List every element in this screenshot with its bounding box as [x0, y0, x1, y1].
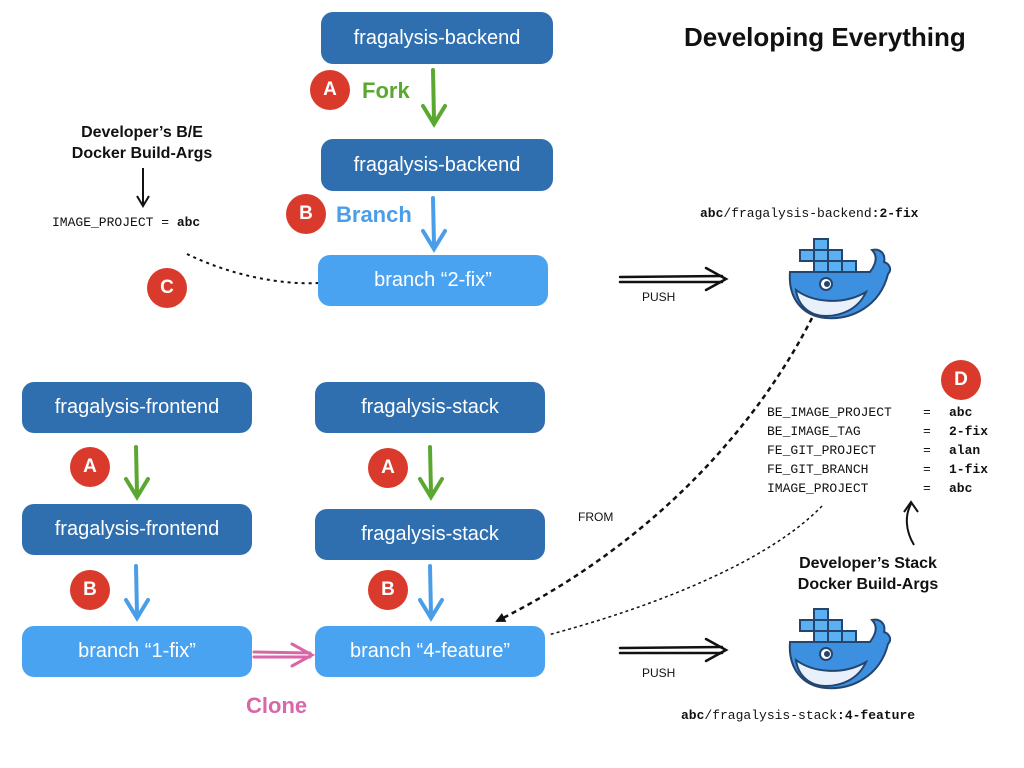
frontend-repo-box[interactable]: fragalysis-frontend: [22, 382, 252, 433]
backend-branch-box[interactable]: branch “2-fix”: [318, 255, 548, 306]
be-image-mid: /fragalysis-backend: [723, 206, 872, 221]
from-label: FROM: [578, 510, 614, 524]
stack-arg-val: alan: [949, 443, 981, 458]
badge-b-stack: B: [368, 570, 408, 610]
stack-image-proj: abc: [681, 708, 705, 723]
stack-image-name: abc/fragalysis-stack:4-feature: [681, 708, 915, 723]
stack-arg-key: FE_GIT_PROJECT: [767, 443, 877, 458]
frontend-branch-box[interactable]: branch “1-fix”: [22, 626, 252, 677]
stack-arg-row: FE_GIT_PROJECT=alan: [767, 443, 981, 458]
clone-label: Clone: [246, 693, 308, 718]
stack-branch-box[interactable]: branch “4-feature”: [315, 626, 545, 677]
stack-fork-box[interactable]: fragalysis-stack: [315, 509, 545, 560]
stack-arg-val: 1-fix: [949, 462, 989, 477]
dev-stack-build-args-label: Developer’s Stack Docker Build-Args: [778, 553, 958, 595]
dotted-args-connector: [547, 505, 823, 636]
branch-arrow-stack: [418, 564, 444, 622]
stack-arg-row: IMAGE_PROJECT=abc: [767, 481, 973, 496]
branch-label: Branch: [336, 202, 412, 227]
clone-arrow: [252, 642, 316, 668]
be-image-proj: abc: [700, 206, 724, 221]
stack-arg-key: BE_IMAGE_PROJECT: [767, 405, 892, 420]
be-arg-key: IMAGE_PROJECT =: [52, 215, 177, 230]
push-label-backend: PUSH: [642, 290, 676, 304]
stack-arg-val: abc: [949, 481, 973, 496]
branch-arrow-backend: [421, 196, 447, 253]
stack-repo-box[interactable]: fragalysis-stack: [315, 382, 545, 433]
stack-arg-row: BE_IMAGE_PROJECT=abc: [767, 405, 973, 420]
badge-b-backend: B: [286, 194, 326, 234]
docker-whale-icon: [788, 238, 892, 320]
frontend-fork-box[interactable]: fragalysis-frontend: [22, 504, 252, 555]
badge-c: C: [147, 268, 187, 308]
stack-arg-key: FE_GIT_BRANCH: [767, 462, 869, 477]
dev-stack-line1: Developer’s Stack: [799, 555, 937, 572]
badge-a-backend: A: [310, 70, 350, 110]
stack-arg-key: BE_IMAGE_TAG: [767, 424, 861, 439]
fork-arrow-frontend: [124, 445, 150, 501]
stack-build-args-table: BE_IMAGE_PROJECT=abc BE_IMAGE_TAG=2-fix …: [767, 405, 989, 500]
stack-arg-row: FE_GIT_BRANCH=1-fix: [767, 462, 989, 477]
stack-arg-val: 2-fix: [949, 424, 989, 439]
be-image-tag: :2-fix: [871, 206, 919, 221]
push-arrow-stack: [618, 637, 729, 663]
stack-arg-val: abc: [949, 405, 973, 420]
dev-be-line2: Docker Build-Args: [71, 145, 213, 162]
backend-fork-box[interactable]: fragalysis-backend: [321, 139, 553, 191]
docker-whale-icon: [788, 608, 892, 690]
push-label-stack: PUSH: [642, 666, 676, 680]
fork-label: Fork: [362, 78, 410, 103]
stack-arg-row: BE_IMAGE_TAG=2-fix: [767, 424, 989, 439]
page-title: Developing Everything: [684, 22, 966, 52]
dev-stack-arrow: [903, 500, 919, 546]
fork-arrow-stack: [418, 445, 444, 501]
dev-be-arrow: [136, 168, 150, 208]
stack-arg-key: IMAGE_PROJECT: [767, 481, 869, 496]
push-arrow-backend: [618, 266, 729, 292]
badge-b-frontend: B: [70, 570, 110, 610]
be-image-name: abc/fragalysis-backend:2-fix: [700, 206, 918, 221]
backend-repo-box[interactable]: fragalysis-backend: [321, 12, 553, 64]
dev-be-line1: Developer’s B/E: [81, 124, 203, 141]
stack-image-tag: :4-feature: [837, 708, 916, 723]
badge-a-frontend: A: [70, 447, 110, 487]
dev-be-build-args-label: Developer’s B/E Docker Build-Args: [52, 122, 232, 164]
dotted-c-connector: [186, 253, 319, 285]
be-arg-val: abc: [176, 215, 201, 230]
branch-arrow-frontend: [124, 564, 150, 622]
dotted-from-connector: [495, 317, 814, 623]
badge-d: D: [941, 360, 981, 400]
badge-a-stack: A: [368, 448, 408, 488]
be-image-project-arg: IMAGE_PROJECT = abc: [52, 215, 200, 230]
fork-arrow-backend: [421, 68, 447, 128]
dev-stack-line2: Docker Build-Args: [797, 576, 939, 593]
stack-image-mid: /fragalysis-stack: [704, 708, 838, 723]
